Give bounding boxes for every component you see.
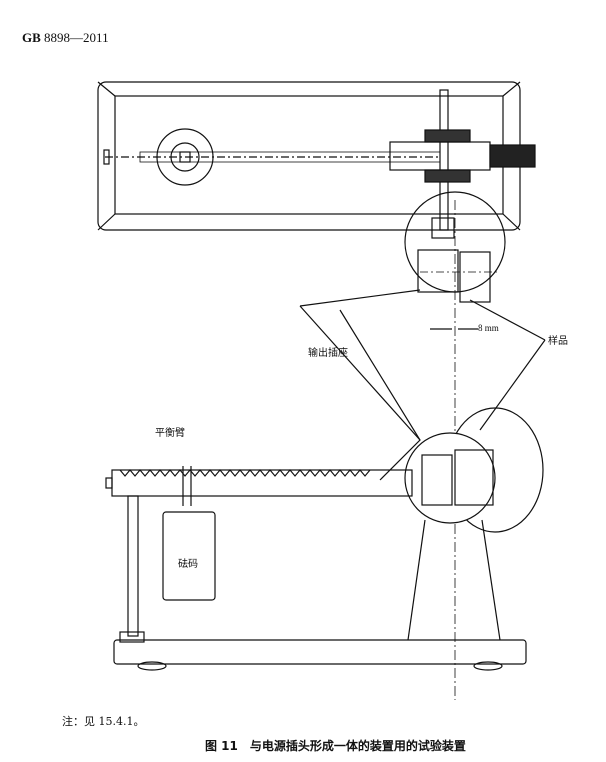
note: 注：见 15.4.1。 xyxy=(62,715,145,728)
weight-label: 砝码 xyxy=(178,559,198,570)
sample-label: 样品 xyxy=(548,336,568,347)
detail-circle-lower xyxy=(404,432,496,524)
distance-label: 8 mm xyxy=(478,323,499,333)
page-header: GB 8898—2011 xyxy=(22,30,109,45)
balance-arm-label: 平衡臂 xyxy=(155,428,185,439)
output-socket-label: 输出插座 xyxy=(308,348,348,359)
weight-block xyxy=(162,511,216,601)
top-view xyxy=(97,81,536,231)
figure-caption: 图 11 与电源插头形成一体的装置用的试验装置 xyxy=(205,739,466,753)
balance-arm xyxy=(105,469,413,497)
